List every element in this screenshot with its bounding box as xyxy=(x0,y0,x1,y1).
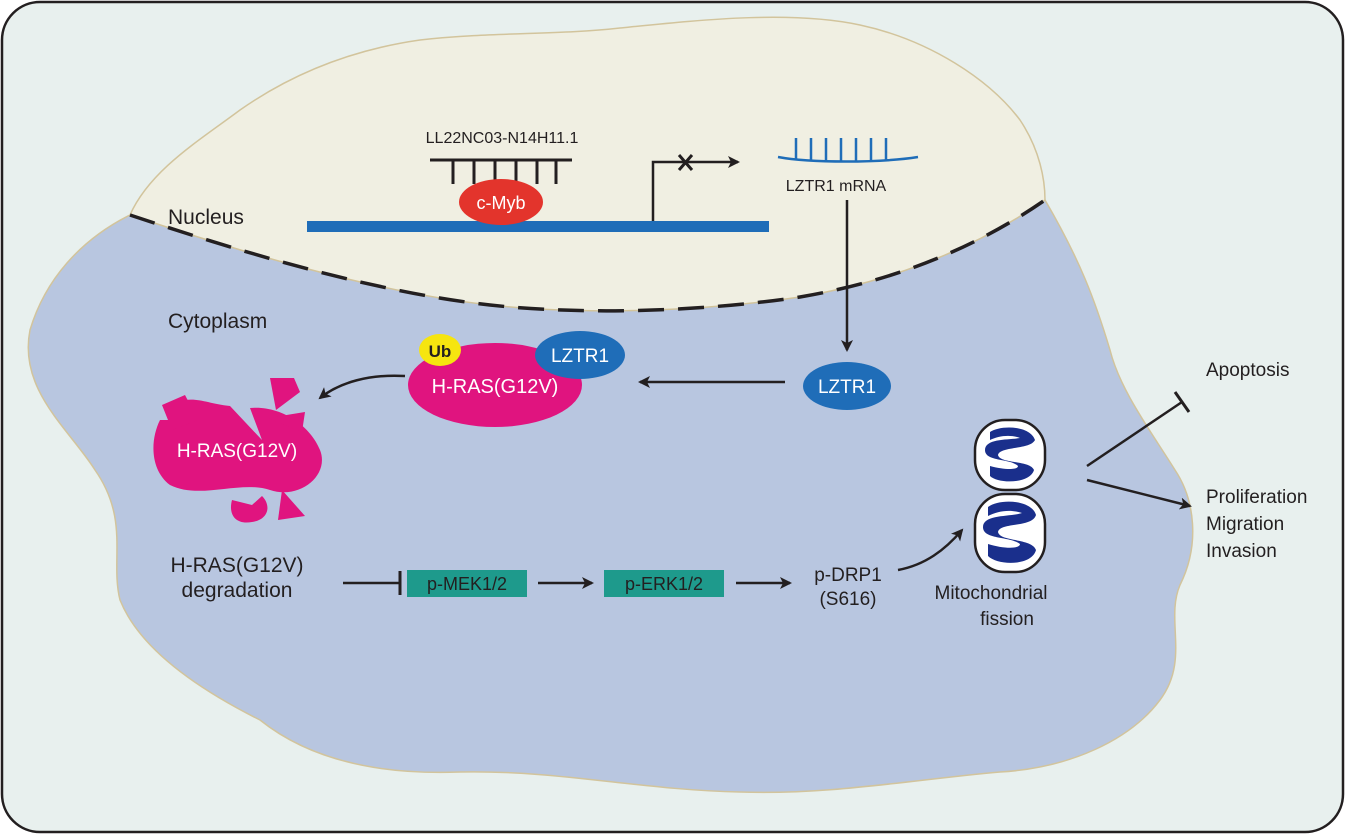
promoter-arrow xyxy=(651,156,740,221)
fission-label-line1: Mitochondrial xyxy=(935,583,1048,604)
degradation-label-line1: H-RAS(G12V) xyxy=(170,554,303,577)
lztr1-protein xyxy=(803,362,891,410)
cmyb-protein xyxy=(459,179,543,225)
blocked-transcription-x-icon xyxy=(677,154,694,171)
outcome-label-line3: Invasion xyxy=(1206,541,1277,562)
cmyb-label: c-Myb xyxy=(477,193,526,213)
outcome-label-line1: Proliferation xyxy=(1206,487,1307,508)
drp1-to-fission-arrow xyxy=(897,528,964,572)
fission-label-line2: fission xyxy=(980,609,1034,630)
nuclear-envelope xyxy=(129,198,1046,313)
lztr1-bound xyxy=(535,331,625,379)
degradation-label-line2: degradation xyxy=(182,579,293,602)
pdrp1-label-line1: p-DRP1 xyxy=(814,565,882,586)
lncrna-label: LL22NC03-N14H11.1 xyxy=(426,130,579,147)
inhibition-line-apoptosis xyxy=(1086,400,1183,468)
lztr1-mrna-label: LZTR1 mRNA xyxy=(786,178,887,195)
lztr1-free-label: LZTR1 xyxy=(818,377,876,398)
hras-fragments xyxy=(153,378,322,523)
degradation-arrow xyxy=(318,374,406,400)
hras-complex-label: H-RAS(G12V) xyxy=(432,376,559,398)
ub-label: Ub xyxy=(429,342,452,361)
perk-label: p-ERK1/2 xyxy=(625,574,703,594)
pmek-box xyxy=(407,570,527,597)
pdrp1-label-line2: (S616) xyxy=(819,589,876,610)
dna-strand xyxy=(307,221,769,232)
outcome-label-line2: Migration xyxy=(1206,514,1284,535)
cytoplasm-label: Cytoplasm xyxy=(168,310,267,333)
lztr1-complex-label: LZTR1 xyxy=(551,346,609,367)
mitochondria-icon xyxy=(973,418,1047,574)
lztr1-mrna xyxy=(777,138,919,163)
hras-fragmented-label: H-RAS(G12V) xyxy=(177,441,297,462)
apoptosis-label: Apoptosis xyxy=(1206,360,1289,381)
perk-box xyxy=(604,570,724,597)
promotion-arrow xyxy=(1086,478,1192,510)
ubiquitin xyxy=(419,334,461,366)
nucleus-label: Nucleus xyxy=(168,206,244,229)
inhibition-bar-apoptosis xyxy=(1173,391,1191,413)
lncrna-comb xyxy=(430,158,572,184)
pmek-label: p-MEK1/2 xyxy=(427,574,507,594)
